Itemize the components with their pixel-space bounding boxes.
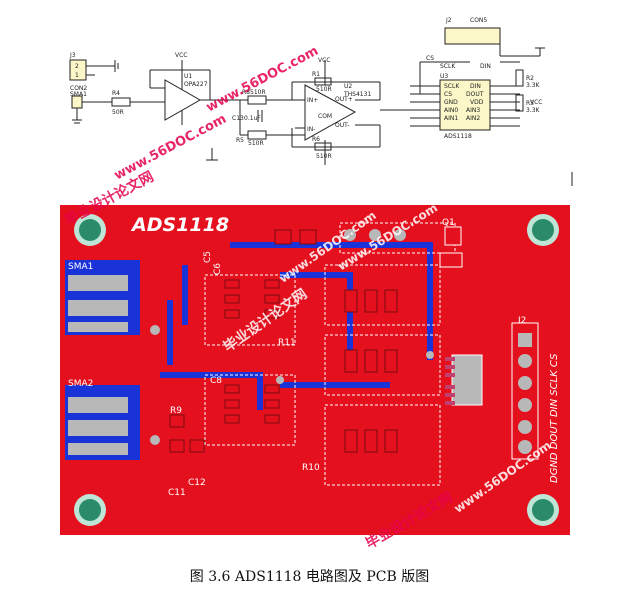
r4-label: R4: [112, 90, 120, 97]
con5-label: CON5: [470, 17, 487, 24]
connector-signal-labels: DGND DOUT DIN SCLK CS: [549, 353, 560, 483]
part-c11: C11: [168, 488, 186, 498]
j3-pin1: 1: [75, 72, 79, 79]
part-c8: C8: [210, 376, 222, 386]
c13-label: C13: [232, 115, 244, 122]
r3-value: 3.3K: [526, 107, 541, 114]
r6-label: R6: [312, 136, 320, 143]
blue-traces: [160, 242, 433, 410]
figure-caption: 图 3.6 ADS1118 电路图及 PCB 版图: [189, 569, 430, 585]
r2-label: R2: [526, 75, 534, 82]
r2-value: 3.3K: [526, 82, 541, 89]
r8-value: 510R: [250, 89, 266, 96]
din-top-label: DIN: [480, 63, 491, 70]
c13-value: 0.1uF: [244, 115, 261, 122]
outp-label: OUT+: [335, 96, 353, 103]
gnd-pin-label: GND: [444, 99, 458, 106]
ads-label: ADS1118: [444, 133, 472, 140]
ths-label: THS4131: [343, 91, 371, 98]
j3-pin2: 2: [75, 63, 79, 70]
vdd-label: VDD: [470, 99, 484, 106]
pcb-board: [60, 205, 570, 535]
ain0-label: AIN0: [444, 107, 458, 114]
j3-label: J3: [69, 52, 76, 59]
sma1-label: SMA1: [70, 91, 87, 98]
sclk-pin-label: SCLK: [444, 83, 460, 90]
r3-label: R3: [526, 100, 534, 107]
inm-label: IN-: [307, 126, 315, 133]
board-title: ADS1118: [130, 214, 229, 236]
sma2-silk-label: SMA2: [68, 379, 93, 389]
part-r9: R9: [170, 406, 182, 416]
smd-pads: [169, 229, 398, 453]
u2-label: U2: [344, 83, 352, 90]
sclk-top-label: SCLK: [440, 63, 456, 70]
outm-label: OUT-: [335, 122, 349, 129]
mount-holes: [74, 214, 559, 526]
ain2-label: AIN2: [466, 115, 480, 122]
vcc1-label: VCC: [175, 52, 187, 59]
r1-value: 510R: [316, 86, 332, 93]
pcb-layout: ADS1118 SMA1 SMA2 I2 Q1 DGND DOUT DIN SC…: [60, 205, 570, 535]
j2-label: J2: [445, 17, 452, 24]
header-pads: [511, 322, 539, 460]
r6-value: 510R: [316, 153, 332, 160]
part-c6: C6: [213, 263, 223, 275]
vcc2-label: VCC: [318, 57, 330, 64]
ads1118-ic: [445, 354, 483, 406]
opa-label: OPA227: [184, 81, 208, 88]
cs-label: CS: [426, 55, 434, 62]
sma1-footprint: [65, 260, 140, 335]
dout-pin-label: DOUT: [466, 91, 484, 98]
r1-label: R1: [312, 71, 320, 78]
q1-silk-label: Q1: [442, 218, 455, 228]
schematic-diagram: J3 CON2 SMA1 R4 50R VCC U1 OPA227 R8 510…: [69, 17, 573, 186]
inp-label: IN+: [307, 97, 318, 104]
r4-value: 50R: [112, 109, 124, 116]
part-c5: C5: [203, 251, 213, 263]
r5-value: 510R: [248, 140, 264, 147]
vias: [150, 229, 434, 445]
u3-label: U3: [440, 73, 448, 80]
com-label: COM: [318, 113, 332, 120]
r8-label: R8: [242, 89, 250, 96]
i2-silk-label: I2: [518, 316, 526, 326]
sma1-silk-label: SMA1: [68, 262, 93, 272]
part-r10: R10: [302, 463, 320, 473]
cs-pin-label: CS: [444, 91, 452, 98]
ain1-label: AIN1: [444, 115, 458, 122]
ain3-label: AIN3: [466, 107, 480, 114]
part-r11: R11: [278, 338, 296, 348]
vcc3-label: VCC: [530, 99, 542, 106]
din-pin-label: DIN: [470, 83, 481, 90]
u1-label: U1: [184, 73, 192, 80]
sma2-footprint: [65, 385, 140, 460]
con2-label: CON2: [70, 85, 87, 92]
q1-footprint: [439, 226, 463, 268]
part-c12: C12: [188, 478, 206, 488]
r5-label: R5: [236, 137, 244, 144]
